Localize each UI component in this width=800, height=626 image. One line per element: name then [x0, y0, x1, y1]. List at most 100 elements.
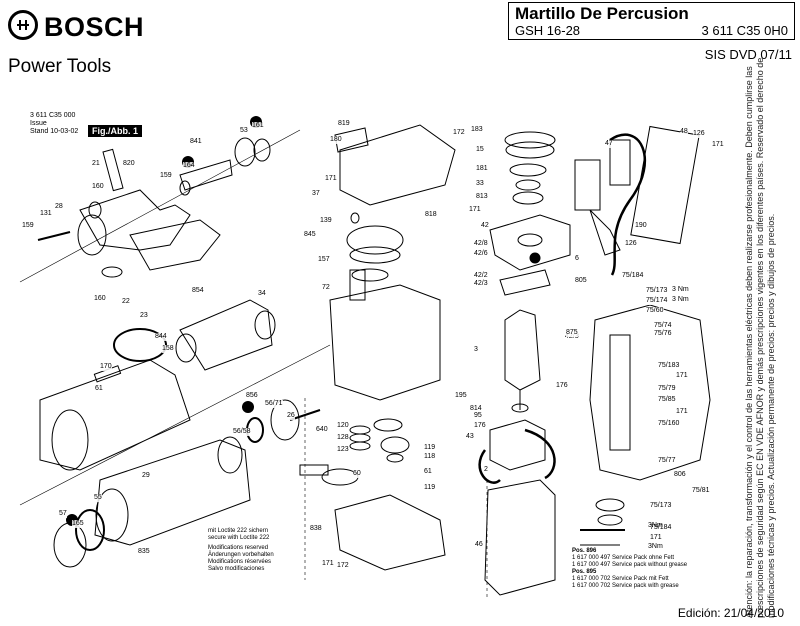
part-label: 29 — [142, 472, 150, 480]
pos895-label: Pos. 895 — [572, 569, 597, 575]
bosch-logo-icon — [8, 10, 38, 40]
loctite-note: mit Loctite 222 sichern secure with Loct… — [208, 528, 274, 573]
part-label: 75/160 — [658, 420, 680, 428]
part-label: 819 — [338, 120, 350, 128]
part-label: 159 — [160, 172, 172, 180]
part-label: 160 — [92, 183, 104, 191]
part-label: 42/6 — [474, 250, 488, 258]
bearing-plate-shape — [489, 214, 571, 271]
drawing-date: 10-03-02 — [50, 128, 79, 135]
issue-label: Issue — [30, 120, 47, 127]
part-label: 176 — [556, 382, 568, 390]
part-label: 15 — [476, 146, 484, 154]
part-label: 75/81 — [692, 487, 710, 495]
pos896-label: Pos. 896 — [572, 548, 597, 554]
housing-front-shape — [39, 359, 191, 471]
part-label: 190 — [635, 222, 647, 230]
part-label: 171 — [325, 175, 337, 183]
part-label: 176 — [474, 422, 486, 430]
mod-note-fr: Modifications réservées — [208, 559, 272, 565]
part-label: 26 — [287, 412, 295, 420]
rear-handle-shape — [589, 304, 711, 481]
part-label: 171 — [650, 534, 662, 542]
part-label: 171 — [322, 560, 334, 568]
part-label: 172 — [337, 562, 349, 570]
part-label: 157 — [318, 256, 330, 264]
part-label: 139 — [320, 217, 332, 225]
part-label: 126 — [693, 130, 705, 138]
part-label: 160 — [94, 295, 106, 303]
part-label: 172 — [453, 129, 465, 137]
part-label: 838 — [310, 525, 322, 533]
part-label: 2 — [484, 466, 488, 474]
part-label: 75/173 — [646, 287, 668, 295]
part-label: 43 — [466, 433, 474, 441]
part-label: 23 — [140, 312, 148, 320]
part-label: 640 — [316, 426, 328, 434]
part-label: 60 — [353, 470, 361, 478]
part-label: 875 — [566, 329, 578, 337]
part-label: 183 — [471, 126, 483, 134]
product-line: Power Tools — [8, 56, 112, 77]
part-label: 75/76 — [654, 330, 672, 338]
part-label: 119 — [424, 444, 436, 452]
loctite-note-en: secure with Loctite 222 — [208, 535, 270, 541]
part-label: 845 — [304, 231, 316, 239]
mod-note-es: Salvo modificaciones — [208, 566, 265, 572]
part-label: 28 — [55, 203, 63, 211]
part-label: 171 — [676, 372, 688, 380]
part-label: 170 — [100, 363, 112, 371]
part-label: 164 — [183, 162, 195, 170]
armature-shape — [504, 309, 541, 391]
part-label: 42/3 — [474, 280, 488, 288]
part-label: 75/183 — [658, 362, 680, 370]
brand-name: BOSCH — [44, 12, 145, 42]
part-label: 171 — [712, 141, 724, 149]
part-label: 56/58 — [233, 428, 251, 436]
part-label: 856 — [246, 392, 258, 400]
part-label: 95 — [474, 412, 482, 420]
torque-note-1: 3 Nm — [672, 286, 689, 293]
part-label: 75/74 — [654, 322, 672, 330]
part-label: 33 — [476, 180, 484, 188]
page-title: Martillo De Percusion — [515, 4, 689, 23]
part-label: 814 — [470, 405, 482, 413]
part-label: 72 — [322, 284, 330, 292]
cover-shape — [339, 124, 456, 206]
sis-code: SIS DVD 07/11 — [704, 47, 792, 62]
mod-note-de: Änderungen vorbehalten — [208, 552, 274, 558]
part-label: 119 — [424, 484, 436, 492]
part-label: 75/77 — [658, 457, 676, 465]
figure-tag: Fig./Abb. 1 — [88, 125, 142, 137]
part-label: 844 — [155, 333, 167, 341]
part-label: 42 — [481, 222, 489, 230]
part-label: 128 — [337, 434, 349, 442]
part-label: 61 — [424, 468, 432, 476]
part-label: 42/2 — [474, 272, 488, 280]
part-label: 56/71 — [265, 400, 283, 408]
part-label: 841 — [190, 138, 202, 146]
part-label: 171 — [469, 206, 481, 214]
part-label: 21 — [92, 160, 100, 168]
part-label: 131 — [40, 210, 52, 218]
mod-note-en: Modifications reserved — [208, 545, 269, 551]
part-label: 854 — [192, 287, 204, 295]
cable-shape — [609, 133, 647, 276]
part-label: 165 — [72, 520, 84, 528]
part-label: 75/79 — [658, 385, 676, 393]
drawing-code: 3 611 C35 000 Issue Stand 10-03-02 — [30, 112, 78, 136]
part-label: 181 — [476, 165, 488, 173]
part-label: 37 — [312, 190, 320, 198]
torque-note-4: 3Nm — [648, 543, 663, 550]
part-label: 126 — [625, 240, 637, 248]
part-label: 195 — [455, 392, 467, 400]
brand-block: BOSCH Power Tools — [8, 6, 228, 86]
part-label: 123 — [337, 446, 349, 454]
part-label: 22 — [122, 298, 130, 306]
edition-date: Edición: 21/04/2010 — [677, 606, 784, 620]
motor-housing-shape — [484, 479, 556, 596]
part-label: 55 — [94, 494, 102, 502]
part-label: 53 — [240, 127, 248, 135]
title-box: Martillo De Percusion GSH 16-28 3 611 C3… — [508, 2, 795, 40]
